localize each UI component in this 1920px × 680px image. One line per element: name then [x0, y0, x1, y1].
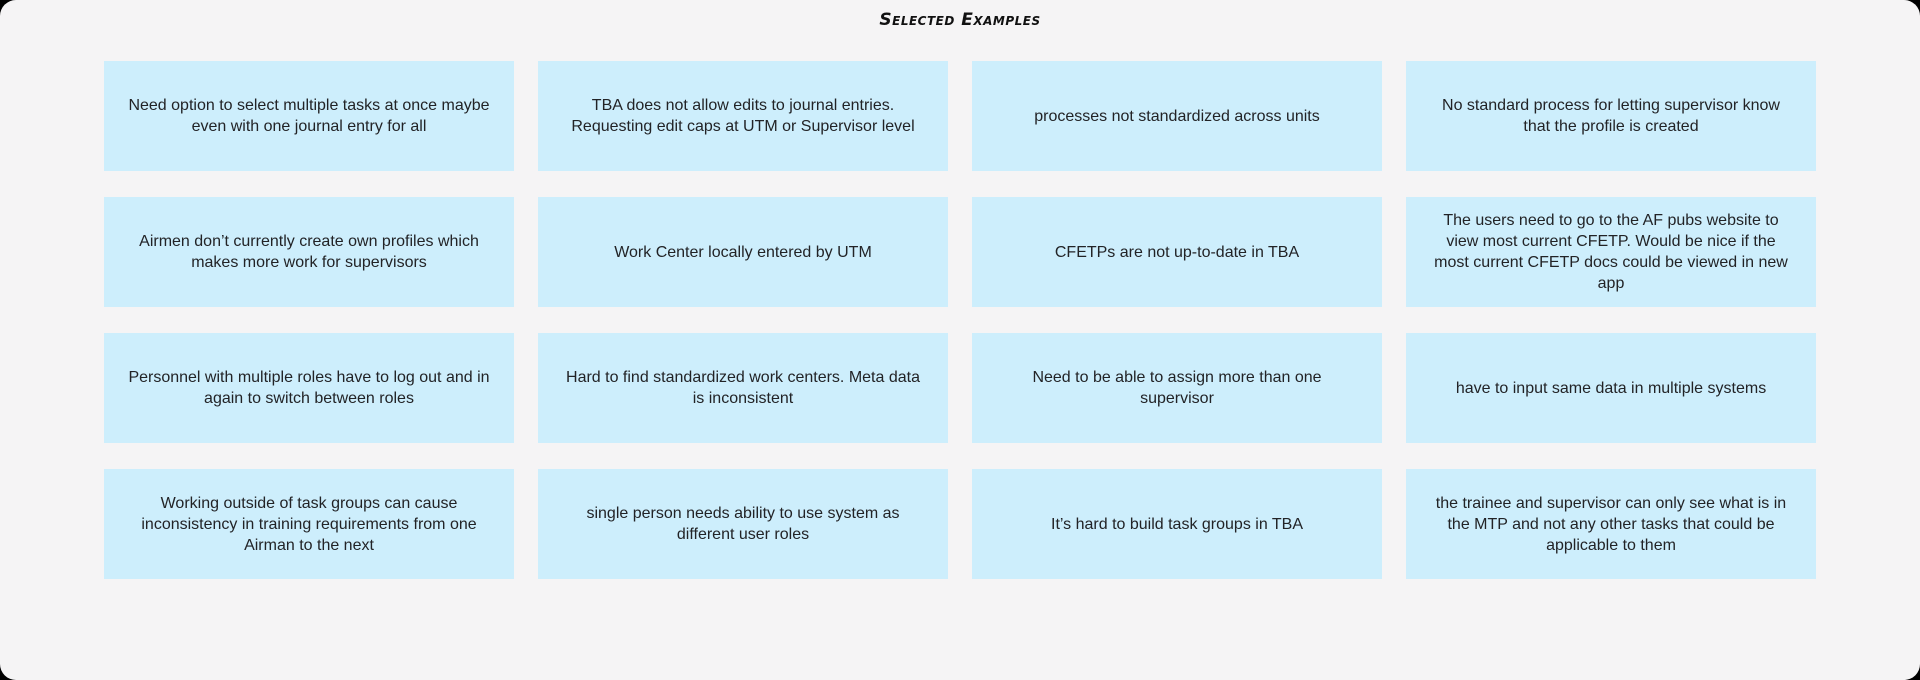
sticky-note-text: TBA does not allow edits to journal entr…: [571, 97, 915, 135]
sticky-note-text: Need option to select multiple tasks at …: [128, 97, 490, 135]
sticky-note-card[interactable]: TBA does not allow edits to journal entr…: [538, 61, 948, 171]
sticky-note-text: Need to be able to assign more than one …: [1032, 369, 1322, 407]
sticky-note-text: single person needs ability to use syste…: [586, 505, 900, 543]
page-title: Selected Examples: [879, 10, 1041, 30]
sticky-note-text: No standard process for letting supervis…: [1442, 97, 1780, 135]
sticky-note-text: The users need to go to the AF pubs webs…: [1434, 212, 1788, 292]
cards-grid: Need option to select multiple tasks at …: [104, 61, 1816, 579]
sticky-note-text: Personnel with multiple roles have to lo…: [128, 369, 490, 407]
sticky-note-card[interactable]: Need option to select multiple tasks at …: [104, 61, 514, 171]
sticky-note-card[interactable]: The users need to go to the AF pubs webs…: [1406, 197, 1816, 307]
sticky-note-card[interactable]: the trainee and supervisor can only see …: [1406, 469, 1816, 579]
sticky-note-card[interactable]: Hard to find standardized work centers. …: [538, 333, 948, 443]
sticky-note-card[interactable]: processes not standardized across units: [972, 61, 1382, 171]
sticky-note-card[interactable]: single person needs ability to use syste…: [538, 469, 948, 579]
sticky-note-text: have to input same data in multiple syst…: [1455, 379, 1767, 397]
sticky-note-card[interactable]: CFETPs are not up-to-date in TBA: [972, 197, 1382, 307]
sticky-note-text: CFETPs are not up-to-date in TBA: [1054, 243, 1300, 261]
sticky-note-card[interactable]: It’s hard to build task groups in TBA: [972, 469, 1382, 579]
sticky-note-card[interactable]: Working outside of task groups can cause…: [104, 469, 514, 579]
sticky-note-text: Work Center locally entered by UTM: [614, 243, 872, 261]
sticky-note-card[interactable]: Need to be able to assign more than one …: [972, 333, 1382, 443]
sticky-note-text: Airmen don’t currently create own profil…: [139, 233, 479, 271]
sticky-note-card[interactable]: No standard process for letting supervis…: [1406, 61, 1816, 171]
sticky-note-text: Working outside of task groups can cause…: [141, 494, 477, 554]
sticky-note-card[interactable]: Personnel with multiple roles have to lo…: [104, 333, 514, 443]
sticky-note-text: the trainee and supervisor can only see …: [1435, 494, 1787, 554]
sticky-note-text: It’s hard to build task groups in TBA: [1051, 515, 1303, 533]
sticky-note-card[interactable]: Airmen don’t currently create own profil…: [104, 197, 514, 307]
sticky-note-card[interactable]: Work Center locally entered by UTM: [538, 197, 948, 307]
sticky-note-card[interactable]: have to input same data in multiple syst…: [1406, 333, 1816, 443]
sticky-note-text: processes not standardized across units: [1034, 107, 1320, 125]
sticky-note-text: Hard to find standardized work centers. …: [566, 369, 920, 407]
